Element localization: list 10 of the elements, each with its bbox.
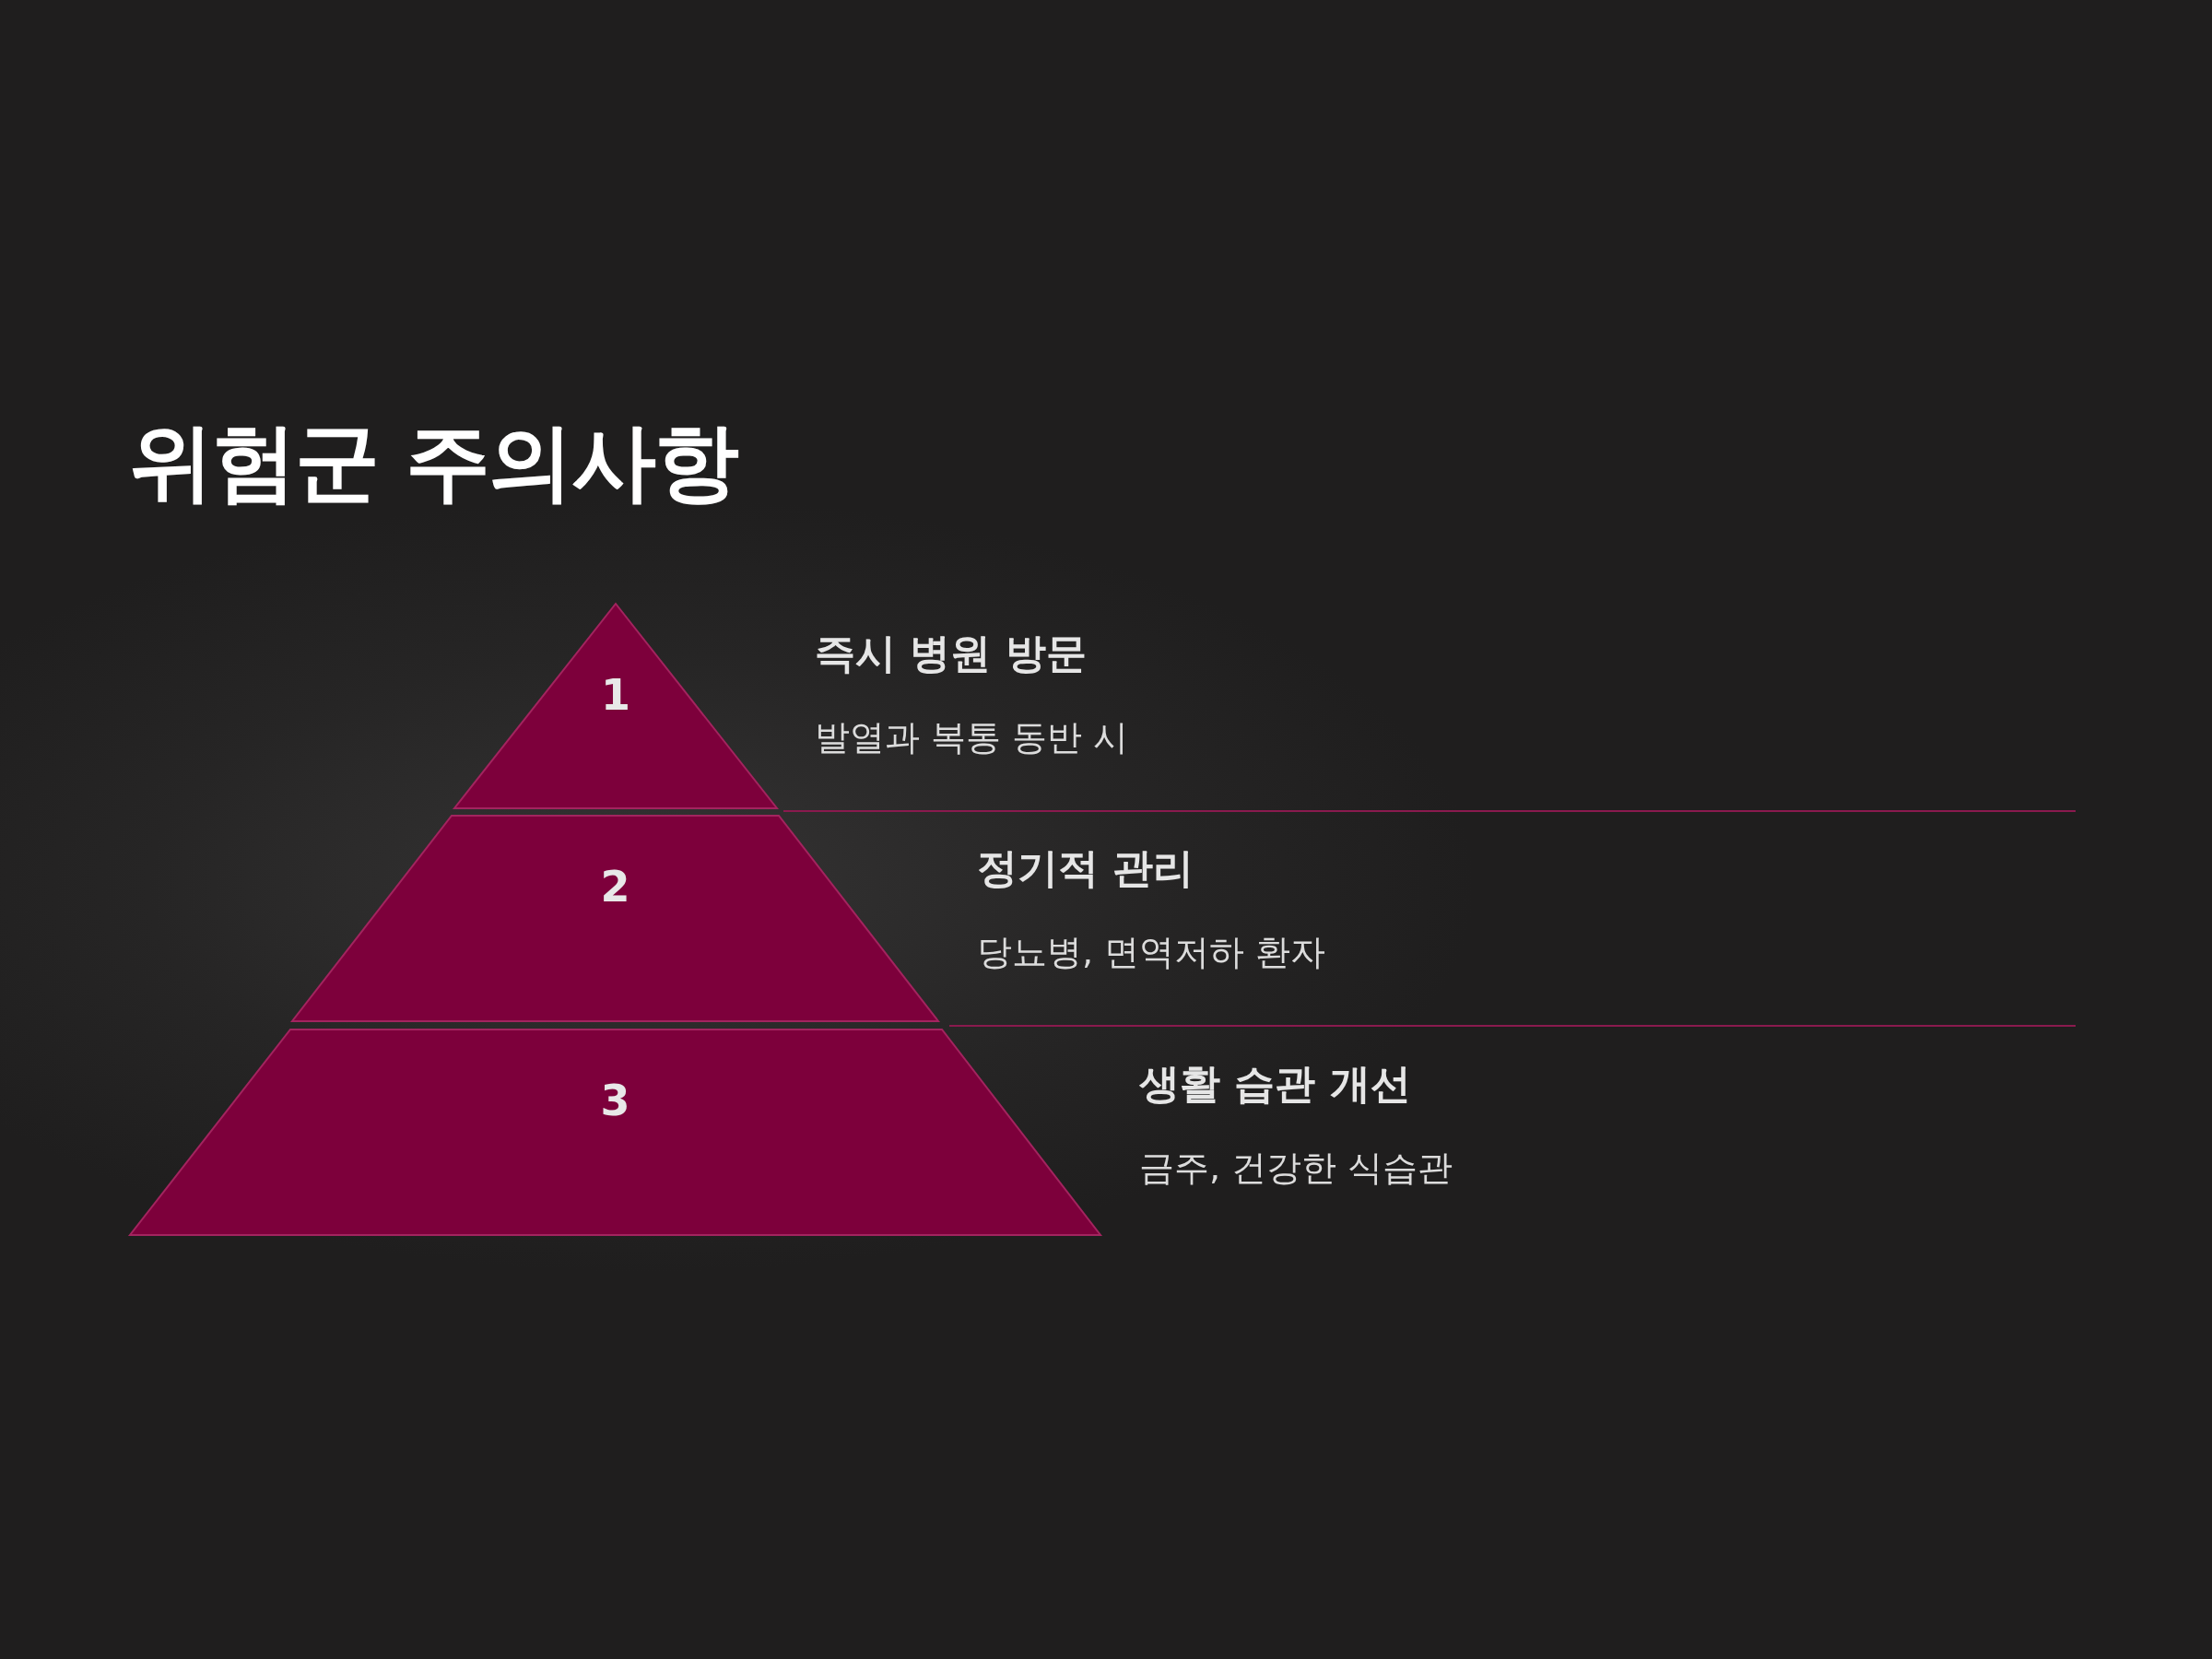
tier-heading: 정기적 관리 [977, 843, 1194, 893]
tier-description: 당뇨병, 면역저하 환자 [977, 931, 1326, 974]
tier-number: 2 [600, 862, 630, 912]
tier-heading: 즉시 병원 방문 [815, 629, 1087, 678]
title: 위험군 주의사항 [129, 412, 738, 513]
tier-number: 1 [601, 670, 630, 720]
tier-heading: 생활 습관 개선 [1139, 1059, 1411, 1109]
tier-description: 발열과 복통 동반 시 [815, 716, 1129, 759]
tier-description: 금주, 건강한 식습관 [1139, 1147, 1453, 1190]
tier-number: 3 [600, 1076, 630, 1125]
